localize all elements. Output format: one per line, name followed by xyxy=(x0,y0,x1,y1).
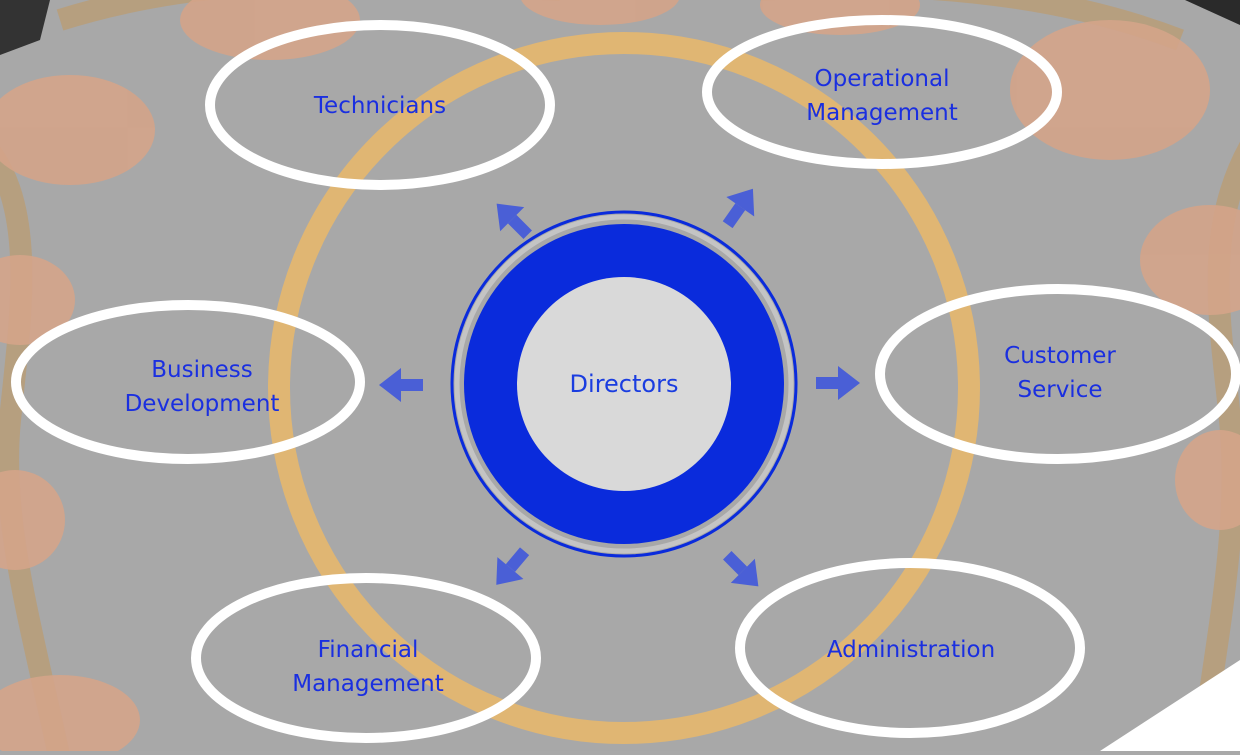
operational-management-ellipse xyxy=(702,15,1062,169)
customer-service-ellipse xyxy=(875,284,1240,464)
arrow-to-business-development xyxy=(379,368,423,402)
financial-management-ellipse xyxy=(191,573,541,743)
outer-ring xyxy=(268,32,980,744)
arrow-to-operational-management xyxy=(722,188,755,229)
center-gap-ring xyxy=(454,214,794,554)
business-development-ellipse xyxy=(11,300,365,464)
business-development-label: Business Development xyxy=(125,353,280,421)
center-inner-disc xyxy=(517,277,731,491)
center-node xyxy=(450,210,798,558)
operational-management-label-line-1: Operational xyxy=(814,66,950,92)
financial-management-label-line-1: Financial xyxy=(317,637,419,663)
administration-label: Administration xyxy=(827,633,995,667)
administration-label-line-1: Administration xyxy=(826,637,996,663)
arrow-to-technicians xyxy=(496,203,532,239)
department-ellipses xyxy=(11,15,1240,743)
technicians-label: Technicians xyxy=(314,89,446,123)
technicians-label-line-1: Technicians xyxy=(313,93,447,119)
arrow-to-administration xyxy=(723,551,759,587)
technicians-ellipse xyxy=(205,20,555,190)
customer-service-label-line-2: Service xyxy=(1017,377,1103,403)
business-development-label-line-2: Development xyxy=(124,391,280,417)
arrow-to-financial-management xyxy=(496,547,530,585)
financial-management-label: Financial Management xyxy=(292,633,444,701)
center-outer-ring xyxy=(450,210,798,558)
arrows xyxy=(379,188,860,587)
customer-service-label: Customer Service xyxy=(1004,339,1116,407)
administration-ellipse xyxy=(735,558,1085,738)
operational-management-label-line-2: Management xyxy=(806,100,958,126)
operational-management-label: Operational Management xyxy=(806,62,958,130)
directors-label: Directors xyxy=(569,370,679,398)
business-development-label-line-1: Business xyxy=(151,357,253,383)
financial-management-label-line-2: Management xyxy=(292,671,444,697)
customer-service-label-line-1: Customer xyxy=(1004,343,1116,369)
arrow-to-customer-service xyxy=(816,366,860,400)
